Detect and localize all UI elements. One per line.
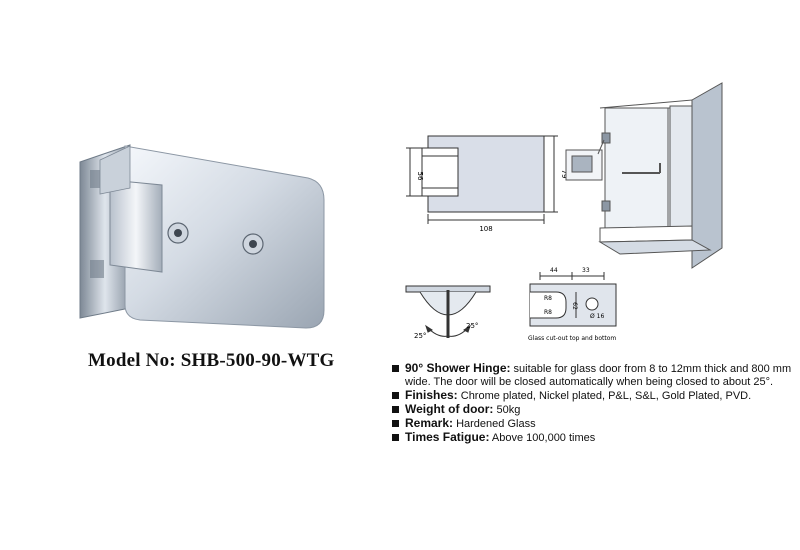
spec-label: Finishes: xyxy=(405,388,458,402)
shower-enclosure-illustration xyxy=(565,82,723,269)
glass-cutout-drawing: 44 33 R8 R8 62 Ø 16 Glass cut-out top an… xyxy=(528,267,617,342)
dim-width: 108 xyxy=(479,225,492,233)
hinge-section-drawing: 25° 25° xyxy=(405,285,491,340)
dim-top-left: 44 xyxy=(550,267,558,274)
spec-text: Chrome plated, Nickel plated, P&L, S&L, … xyxy=(457,390,752,402)
dim-top-right: 33 xyxy=(582,267,590,274)
model-number: Model No: SHB-500-90-WTG xyxy=(88,350,335,371)
spec-label: 90° Shower Hinge: xyxy=(405,361,511,375)
spec-text: 50kg xyxy=(493,404,521,416)
spec-item-weight: Weight of door: 50kg xyxy=(392,403,792,417)
hinge-top-view-drawing: 56 79 108 xyxy=(406,135,568,233)
hinge-photo xyxy=(79,144,325,329)
bullet-square-icon xyxy=(392,365,399,372)
spec-text: suitable for glass door from 8 to 12mm t… xyxy=(405,363,792,388)
bullet-square-icon xyxy=(392,392,399,399)
spec-item-remark: Remark: Hardened Glass xyxy=(392,417,792,431)
hole-diameter: Ø 16 xyxy=(590,313,604,320)
angle-right: 25° xyxy=(466,322,478,330)
dim-inner-height: 56 xyxy=(416,172,424,181)
radius-2: R8 xyxy=(544,309,552,316)
spec-item-finishes: Finishes: Chrome plated, Nickel plated, … xyxy=(392,389,792,403)
angle-left: 25° xyxy=(414,332,426,340)
bullet-square-icon xyxy=(392,406,399,413)
cutout-caption: Glass cut-out top and bottom xyxy=(528,335,616,342)
dim-cutout-height: 62 xyxy=(571,302,578,310)
spec-text: Hardened Glass xyxy=(453,418,536,430)
dim-outer-height: 79 xyxy=(560,170,568,179)
spec-text: Above 100,000 times xyxy=(489,432,596,444)
spec-item-fatigue: Times Fatigue: Above 100,000 times xyxy=(392,431,792,445)
spec-item-hinge: 90° Shower Hinge: suitable for glass doo… xyxy=(392,362,792,389)
spec-list: 90° Shower Hinge: suitable for glass doo… xyxy=(392,362,792,445)
spec-label: Remark: xyxy=(405,416,454,430)
radius-1: R8 xyxy=(544,295,552,302)
bullet-square-icon xyxy=(392,420,399,427)
bullet-square-icon xyxy=(392,434,399,441)
spec-label: Times Fatigue: xyxy=(405,430,490,444)
spec-label: Weight of door: xyxy=(405,402,494,416)
